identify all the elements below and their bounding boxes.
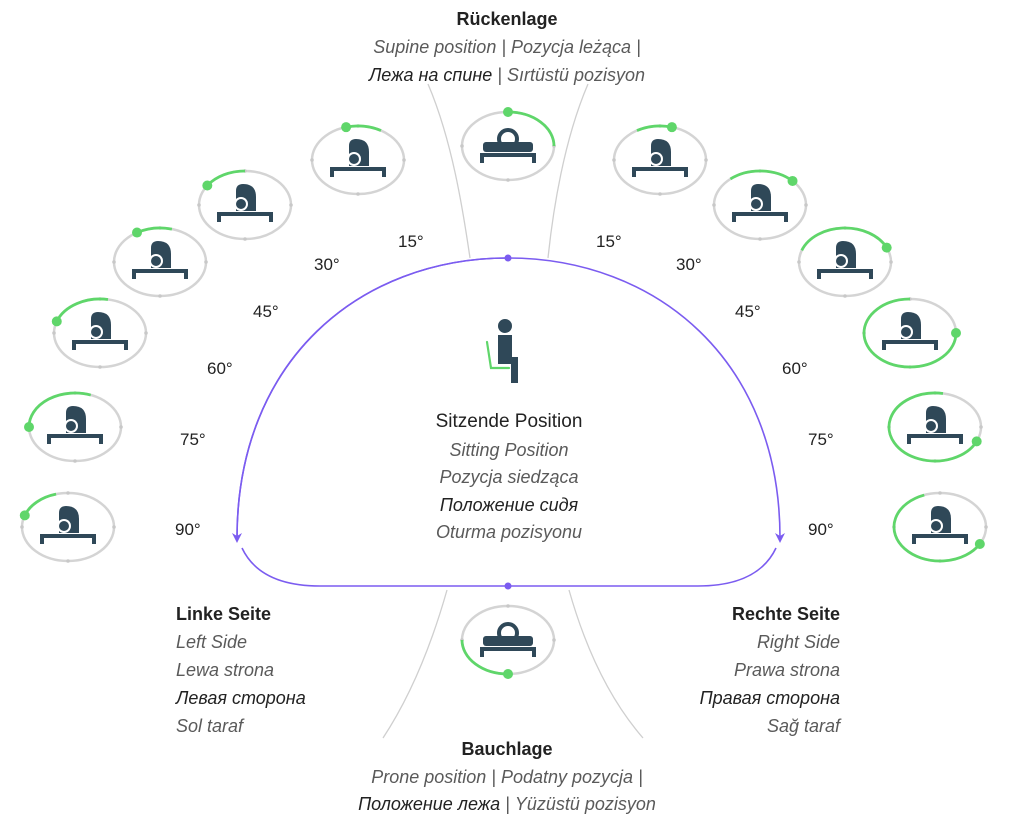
angle-left-15: 15°: [398, 232, 424, 251]
angle-right-60: 60°: [782, 359, 808, 378]
left-tilt-icon-6: [19, 491, 116, 563]
sitting-title: Sitzende Position: [435, 411, 583, 432]
right-side-pl: Prawa strona: [733, 660, 840, 680]
left-side-en: Left Side: [176, 632, 248, 652]
guide-curve: [547, 83, 589, 259]
left-tilt-icon-1: [310, 122, 406, 196]
left-tilt-icon-2: [197, 169, 293, 241]
right-tilt-icon-2: [712, 169, 808, 241]
tilt-arc-left: [232, 257, 509, 543]
supine-title: Rückenlage: [456, 9, 558, 29]
sitting-ru: Положение сидя: [439, 495, 579, 515]
angle-right-15: 15°: [596, 232, 622, 251]
angle-left-45: 45°: [253, 302, 279, 321]
right-tilt-icon-1: [612, 122, 708, 196]
right-side-ru: Правая сторона: [699, 688, 840, 708]
supine-ru: Лежа на спине: [368, 65, 493, 85]
left-side-title: Linke Seite: [176, 604, 272, 624]
left-tilt-icon-4: [51, 297, 148, 369]
right-side-tr: Sağ taraf: [766, 716, 840, 736]
angle-right-45: 45°: [735, 302, 761, 321]
guide-curve: [427, 83, 471, 259]
angle-left-60: 60°: [207, 359, 233, 378]
prone-translations-1: Prone position | Podatny pozycja |: [371, 767, 643, 787]
guide-curve: [568, 589, 644, 739]
supine-translations-1: Supine position | Pozycja leżąca |: [373, 37, 641, 57]
left-tilt-icon-3: [112, 226, 208, 298]
right-tilt-icon-5: [887, 391, 983, 463]
arc-bottom-dot: [504, 582, 512, 590]
sitting-tr: Oturma pozisyonu: [435, 522, 583, 542]
supine-position-icon: [460, 107, 556, 182]
angle-left-75: 75°: [180, 430, 206, 449]
prone-translations-2: Положение лежа | Yüzüstü pozisyon: [307, 791, 707, 818]
arc-top-dot: [504, 254, 512, 262]
right-tilt-icon-4: [862, 297, 961, 369]
supine-tr: | Sırtüstü pozisyon: [492, 65, 646, 85]
right-tilt-icon-6: [892, 491, 988, 563]
prone-ru: Положение лежа: [358, 794, 501, 814]
prone-tr: | Yüzüstü pozisyon: [500, 794, 656, 814]
angle-left-30: 30°: [314, 255, 340, 274]
angle-right-90: 90°: [808, 520, 834, 539]
angle-right-75: 75°: [808, 430, 834, 449]
left-side-ru: Левая сторона: [176, 688, 306, 708]
left-tilt-icon-5: [24, 391, 123, 463]
prone-title: Bauchlage: [461, 739, 553, 759]
bottom-connector: [241, 547, 777, 587]
seated-person-icon: [485, 319, 518, 383]
supine-translations-2: Лежа на спине | Sırtüstü pozisyon: [307, 62, 707, 89]
prone-position-icon: [460, 604, 556, 679]
left-side-pl: Lewa strona: [176, 660, 275, 680]
sitting-en: Sitting Position: [449, 440, 569, 460]
right-side-en: Right Side: [756, 632, 840, 652]
right-tilt-icon-3: [797, 226, 893, 298]
sitting-pl: Pozycja siedząca: [439, 467, 579, 487]
angle-right-30: 30°: [676, 255, 702, 274]
right-side-title: Rechte Seite: [731, 604, 840, 624]
left-side-tr: Sol taraf: [176, 716, 244, 736]
angle-left-90: 90°: [175, 520, 201, 539]
guide-curve: [382, 589, 448, 739]
